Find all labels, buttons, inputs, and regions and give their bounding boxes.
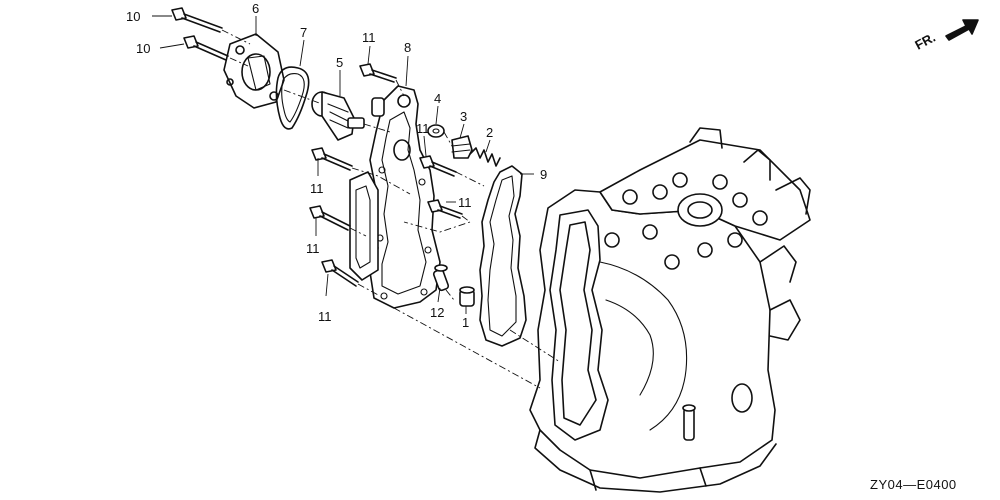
callout-3: 3 — [460, 109, 467, 124]
bolts — [171, 7, 463, 287]
part-5-thermostat — [311, 91, 365, 141]
callout-11: 11 — [458, 195, 472, 210]
part-2-spring — [469, 147, 501, 167]
part-9-gasket — [479, 165, 527, 347]
part-4-washer — [427, 124, 445, 138]
callout-9: 9 — [540, 167, 547, 182]
callouts: 10 10 6 7 5 11 8 4 3 11 2 9 11 11 11 11 … — [126, 1, 547, 330]
bolt-10b — [183, 35, 229, 61]
callout-4: 4 — [434, 91, 441, 106]
callout-11: 11 — [318, 309, 332, 324]
callout-11: 11 — [310, 181, 324, 196]
diagram-code: ZY04—E0400 — [870, 477, 957, 492]
part-6-thermostat-cover — [223, 33, 285, 109]
leader-lines — [152, 15, 534, 314]
part-12-bolt — [432, 264, 450, 292]
part-3-fitting — [451, 135, 473, 159]
part-1-dowel — [459, 286, 475, 307]
part-7-o-ring — [275, 66, 310, 130]
callout-12: 12 — [430, 305, 444, 320]
bolt-11d — [427, 199, 463, 219]
front-arrow-icon — [945, 19, 979, 41]
callout-1: 1 — [462, 315, 469, 330]
callout-10: 10 — [136, 41, 150, 56]
callout-11: 11 — [362, 30, 376, 45]
callout-8: 8 — [404, 40, 411, 55]
cylinder-block — [529, 127, 811, 493]
bolt-11c — [311, 147, 353, 171]
bolt-11e — [309, 205, 351, 231]
bolt-11f — [321, 259, 359, 287]
callout-10: 10 — [126, 9, 140, 24]
callout-11: 11 — [306, 241, 320, 256]
callout-11: 11 — [416, 121, 430, 136]
callout-5: 5 — [336, 55, 343, 70]
front-direction-indicator: FR. — [912, 19, 979, 53]
assembly-lines — [221, 29, 561, 389]
bolt-11a — [359, 63, 397, 83]
front-label: FR. — [912, 30, 938, 53]
callout-6: 6 — [252, 1, 259, 16]
part-8-cover-plate — [349, 85, 441, 309]
callout-7: 7 — [300, 25, 307, 40]
callout-2: 2 — [486, 125, 493, 140]
bolt-10a — [171, 7, 223, 33]
bolt-11b — [419, 155, 457, 177]
